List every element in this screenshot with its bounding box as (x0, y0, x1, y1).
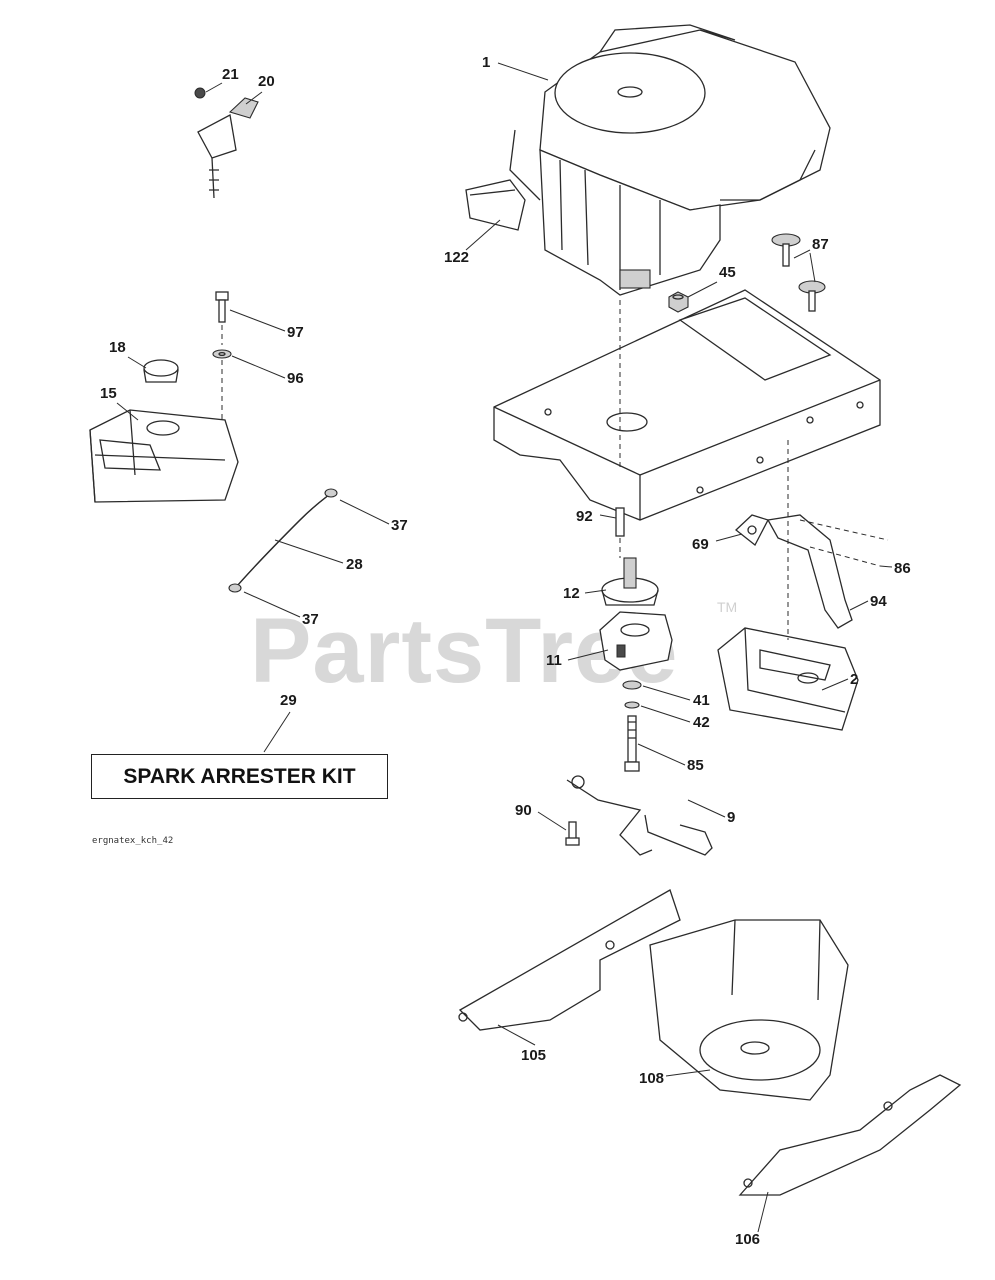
callout-69[interactable]: 69 (692, 536, 709, 553)
bolt-part-85[interactable] (624, 715, 640, 772)
frame-rail-part-105[interactable] (458, 889, 681, 1031)
exhaust-pipe-part[interactable] (766, 514, 889, 629)
callout-12[interactable]: 12 (563, 585, 580, 602)
engine-part[interactable] (509, 24, 831, 296)
muffler-part[interactable] (717, 627, 859, 731)
frame-rail-part-106[interactable] (738, 1074, 962, 1196)
washer-part-41[interactable] (622, 680, 642, 690)
callout-45[interactable]: 45 (719, 264, 736, 281)
callout-18[interactable]: 18 (109, 339, 126, 356)
hose-clamp-part-lower[interactable] (228, 583, 242, 593)
callout-2[interactable]: 2 (850, 671, 858, 688)
gasket-part[interactable] (735, 514, 769, 546)
callout-122[interactable]: 122 (444, 249, 469, 266)
callout-94[interactable]: 94 (870, 593, 887, 610)
callout-87[interactable]: 87 (812, 236, 829, 253)
knob-part-87[interactable] (771, 233, 826, 312)
watermark-trademark: TM (717, 599, 737, 615)
callout-37-upper[interactable]: 37 (391, 517, 408, 534)
bolt-part-90[interactable] (565, 821, 580, 846)
callout-15[interactable]: 15 (100, 385, 117, 402)
callout-106[interactable]: 106 (735, 1231, 760, 1248)
screw-part-97[interactable] (215, 291, 229, 323)
callout-42[interactable]: 42 (693, 714, 710, 731)
callout-92[interactable]: 92 (576, 508, 593, 525)
engine-cover-part[interactable] (465, 179, 526, 231)
spark-arrester-kit-box[interactable]: SPARK ARRESTER KIT (91, 754, 388, 799)
rod-part-9[interactable] (644, 814, 713, 856)
callout-20[interactable]: 20 (258, 73, 275, 90)
callout-21[interactable]: 21 (222, 66, 239, 83)
callout-1[interactable]: 1 (482, 54, 490, 71)
callout-9[interactable]: 9 (727, 809, 735, 826)
pulley-part[interactable] (601, 557, 659, 606)
callout-37-lower[interactable]: 37 (302, 611, 319, 628)
engine-plate-part[interactable] (493, 289, 881, 521)
engine-pan-part[interactable] (649, 919, 849, 1101)
callout-105[interactable]: 105 (521, 1047, 546, 1064)
callout-85[interactable]: 85 (687, 757, 704, 774)
callout-41[interactable]: 41 (693, 692, 710, 709)
washer-part-42[interactable] (624, 701, 640, 709)
washer-part-96[interactable] (212, 349, 232, 359)
clutch-part[interactable] (599, 611, 673, 671)
callout-11[interactable]: 11 (546, 652, 562, 669)
callout-108[interactable]: 108 (639, 1070, 664, 1087)
drawing-code: ergnatex_kch_42 (92, 836, 173, 846)
callout-86[interactable]: 86 (894, 560, 911, 577)
callout-96[interactable]: 96 (287, 370, 304, 387)
key-part-92[interactable] (615, 507, 625, 537)
nut-part-45[interactable] (668, 291, 689, 313)
callout-29[interactable]: 29 (280, 692, 297, 709)
fuel-tank-part[interactable] (89, 409, 239, 503)
fuel-cap-part[interactable] (143, 359, 179, 383)
fuel-line-part[interactable] (236, 493, 331, 587)
hose-clamp-part-upper[interactable] (324, 488, 338, 498)
callout-90[interactable]: 90 (515, 802, 532, 819)
leader-lines (116, 62, 893, 1233)
callout-97[interactable]: 97 (287, 324, 304, 341)
bracket-part[interactable] (566, 775, 653, 856)
ignition-switch-part[interactable] (194, 87, 259, 199)
callout-28[interactable]: 28 (346, 556, 363, 573)
